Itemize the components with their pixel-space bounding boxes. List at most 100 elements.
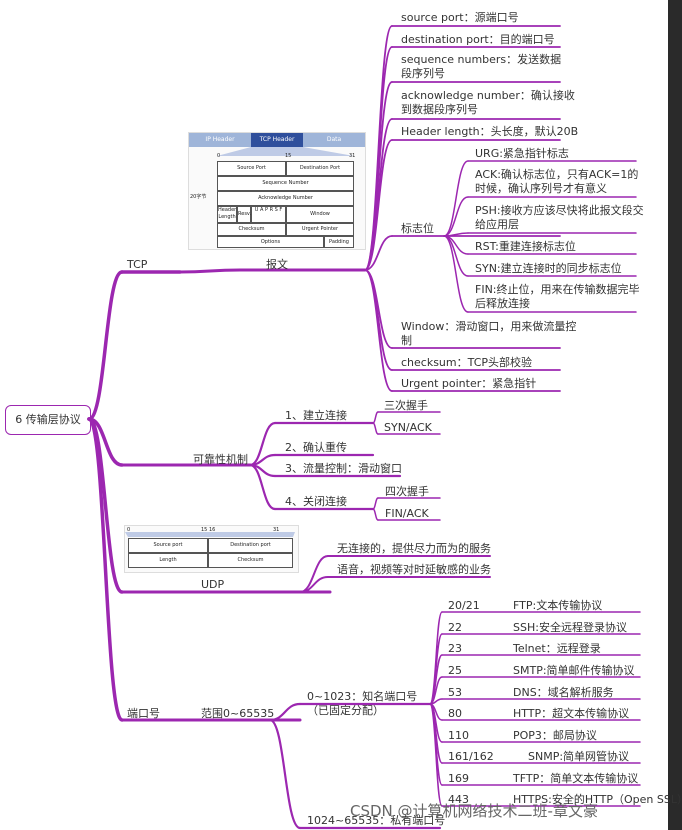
bit-label: 0 — [127, 527, 131, 533]
fig-tab: IP Header — [189, 133, 251, 147]
fig-cell: U A P R S F — [251, 206, 286, 223]
edge — [372, 422, 379, 435]
branch-ports[interactable]: 端口号 — [127, 707, 160, 720]
branch-reliability[interactable]: 可靠性机制 — [193, 453, 248, 466]
port-number[interactable]: 25 — [448, 664, 462, 677]
port-protocol[interactable]: SNMP:简单网管协议 — [528, 750, 630, 763]
reliability-connect[interactable]: 1、建立连接 — [285, 409, 347, 422]
known-ports-label[interactable]: 0~1023：知名端口号（已固定分配） — [307, 690, 418, 717]
window-edge — [668, 0, 682, 830]
branch-baowen[interactable]: 报文 — [266, 258, 288, 271]
udp-header-figure: 0 15 16 31 Source port Destination port … — [124, 525, 299, 573]
flag-item[interactable]: PSH:接收方应该尽快将此报文段交给应用层 — [475, 204, 644, 231]
edge — [372, 497, 379, 510]
fig-cell: Padding — [324, 236, 354, 248]
edge — [364, 235, 393, 271]
edge — [364, 81, 393, 271]
fig-cell: Length — [128, 553, 208, 568]
branch-udp[interactable]: UDP — [201, 578, 225, 591]
udp-item[interactable]: 语音，视频等对时延敏感的业务 — [337, 563, 491, 576]
port-number[interactable]: 169 — [448, 772, 469, 785]
private-ports[interactable]: 1024~65535：私有端口号 — [307, 814, 446, 827]
fig-cell: Options — [217, 236, 324, 248]
fig-cell: Destination Port — [286, 161, 354, 176]
tcp-header-figure: IP Header TCP Header Data 0 15 31 20字节 S… — [188, 132, 366, 250]
bit-label: 31 — [273, 527, 280, 533]
tcp-field[interactable]: Header length：头长度，默认20B — [401, 125, 579, 138]
edge — [248, 463, 277, 511]
edge — [364, 269, 393, 392]
fig-tab: Data — [303, 133, 365, 147]
tcp-field[interactable]: checksum：TCP头部校验 — [401, 356, 533, 369]
size-note: 20字节 — [190, 194, 207, 200]
port-protocol[interactable]: POP3：邮局协议 — [513, 729, 597, 742]
fig-cell: Acknowledge Number — [217, 191, 354, 206]
port-protocol[interactable]: HTTPS:安全的HTTP（Open SSL） — [513, 793, 682, 806]
flag-item[interactable]: URG:紧急指针标志 — [475, 147, 569, 160]
reliability-retransmit[interactable]: 2、确认重传 — [285, 441, 347, 454]
reliability-sub[interactable]: 三次握手 — [384, 399, 428, 412]
fig-tab: TCP Header — [251, 133, 303, 147]
branch-tcp[interactable]: TCP — [127, 258, 148, 271]
edge — [372, 411, 379, 424]
tcp-field[interactable]: source port：源端口号 — [401, 11, 519, 24]
flag-item[interactable]: SYN:建立连接时的同步标志位 — [475, 262, 622, 275]
fig-cell: Resv. — [237, 206, 251, 223]
tcp-field[interactable]: Window：滑动窗口，用来做流量控制 — [401, 320, 577, 347]
flag-item[interactable]: FIN:终止位，用来在传输数据完毕后释放连接 — [475, 283, 640, 310]
port-protocol[interactable]: SSH:安全远程登录协议 — [513, 621, 627, 634]
tcp-field[interactable]: destination port：目的端口号 — [401, 33, 555, 46]
edge — [364, 139, 393, 271]
edge — [268, 702, 302, 722]
port-number[interactable]: 161/162 — [448, 750, 494, 763]
reliability-flow[interactable]: 3、流量控制：滑动窗口 — [285, 462, 402, 475]
reliability-close[interactable]: 4、关闭连接 — [285, 495, 347, 508]
port-protocol[interactable]: SMTP:简单邮件传输协议 — [513, 664, 635, 677]
fig-cell: Sequence Number — [217, 176, 354, 191]
flag-item[interactable]: RST:重建连接标志位 — [475, 240, 576, 253]
watermark: CSDN @计算机网络技术二班-章文豪 — [350, 802, 598, 820]
port-protocol[interactable]: DNS：域名解析服务 — [513, 686, 614, 699]
tcp-field[interactable]: sequence numbers：发送数据段序列号 — [401, 53, 562, 80]
bit-label: 15 — [285, 153, 292, 159]
bit-label: 0 — [217, 153, 221, 159]
reliability-sub[interactable]: SYN/ACK — [384, 421, 432, 434]
port-number[interactable]: 110 — [448, 729, 469, 742]
edge — [87, 417, 124, 722]
tcp-field[interactable]: acknowledge number：确认接收到数据段序列号 — [401, 89, 575, 116]
tcp-field[interactable]: Urgent pointer：紧急指针 — [401, 377, 537, 390]
port-number[interactable]: 22 — [448, 621, 462, 634]
tcp-field-flags[interactable]: 标志位 — [401, 222, 434, 235]
port-protocol[interactable]: HTTP：超文本传输协议 — [513, 707, 630, 720]
edge — [443, 196, 469, 237]
edge — [268, 718, 302, 830]
branch-port-range[interactable]: 范围0~65535 — [201, 707, 275, 720]
flag-item[interactable]: ACK:确认标志位，只有ACK=1的时候，确认序列号才有意义 — [475, 168, 639, 195]
port-number[interactable]: 80 — [448, 707, 462, 720]
reliability-sub[interactable]: FIN/ACK — [385, 507, 429, 520]
root-node[interactable]: 6 传输层协议 — [5, 405, 91, 435]
bit-label: 31 — [349, 153, 356, 159]
edge — [178, 268, 242, 274]
edge — [299, 576, 329, 593]
edge — [364, 269, 393, 371]
edge — [443, 160, 469, 237]
fig-cell: Source Port — [217, 161, 286, 176]
edge — [87, 270, 124, 421]
bit-label: 15 16 — [201, 527, 216, 533]
fig-cell: Checksum — [217, 223, 286, 236]
fig-cell: Checksum — [208, 553, 293, 568]
port-protocol[interactable]: Telnet：远程登录 — [513, 642, 601, 655]
port-protocol[interactable]: FTP:文本传输协议 — [513, 599, 603, 612]
port-protocol[interactable]: TFTP：简单文本传输协议 — [513, 772, 639, 785]
fig-cell: Window — [286, 206, 354, 223]
fig-cell: Source port — [128, 538, 208, 553]
reliability-sub[interactable]: 四次握手 — [385, 485, 429, 498]
port-number[interactable]: 53 — [448, 686, 462, 699]
port-number[interactable]: 443 — [448, 793, 469, 806]
edge — [299, 555, 329, 593]
port-number[interactable]: 23 — [448, 642, 462, 655]
udp-item[interactable]: 无连接的，提供尽力而为的服务 — [337, 542, 491, 555]
port-number[interactable]: 20/21 — [448, 599, 480, 612]
